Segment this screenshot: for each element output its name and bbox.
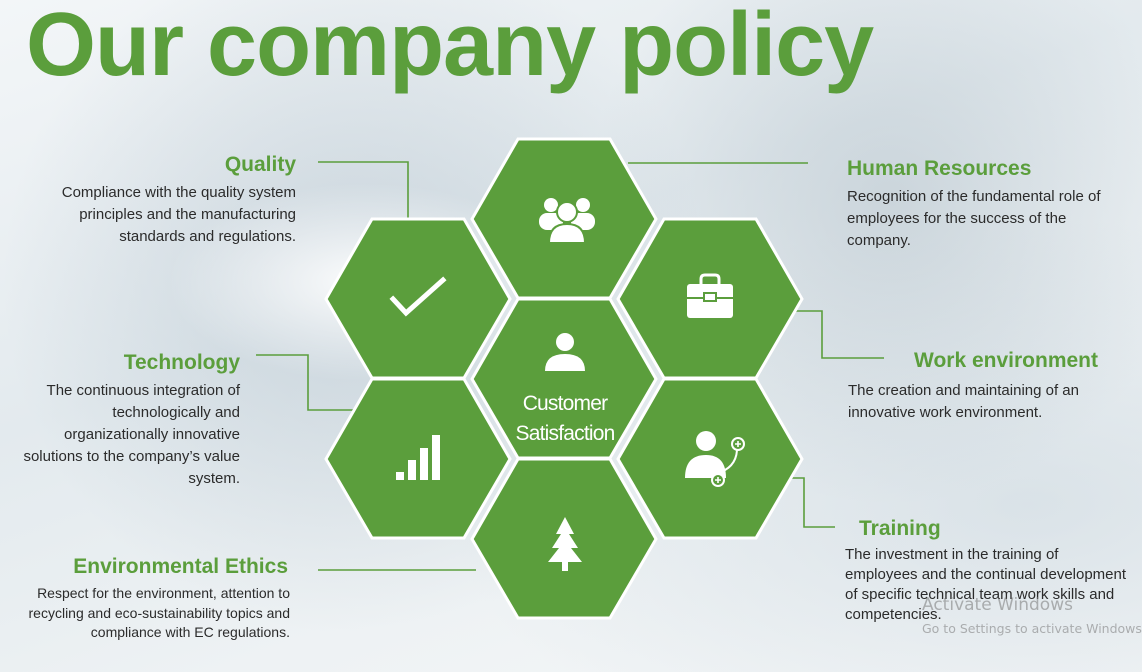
quality-heading: Quality (224, 153, 296, 176)
bar-chart-icon (396, 435, 440, 480)
work-environment-heading: Work environment (914, 349, 1098, 372)
briefcase-icon (687, 273, 733, 318)
tree-icon (548, 517, 582, 571)
center-label-line1: Customer (523, 392, 608, 415)
technology-description: The continuous integration of technologi… (23, 382, 240, 487)
watermark-title: Activate Windows (922, 595, 1073, 615)
center-label-line2: Satisfaction (516, 422, 615, 445)
environmental-ethics-description: Respect for the environment, attention t… (28, 585, 290, 640)
connector-technology (256, 354, 356, 411)
person-add-icon (685, 431, 745, 487)
hex-technology (324, 377, 512, 540)
training-heading: Training (859, 517, 941, 540)
people-group-icon (539, 198, 595, 244)
environmental-ethics-heading: Environmental Ethics (73, 555, 288, 578)
connector-training (791, 477, 835, 528)
human-resources-heading: Human Resources (847, 157, 1032, 180)
connector-work-environment (796, 310, 884, 359)
watermark-subtitle: Go to Settings to activate Windows. (922, 621, 1142, 636)
work-environment-description: The creation and maintaining of an innov… (848, 382, 1079, 421)
hex-quality (324, 217, 512, 380)
page-title: Our company policy (26, 0, 874, 95)
training-description: The investment in the training of employ… (845, 546, 1127, 623)
person-icon (545, 333, 585, 371)
quality-description: Compliance with the quality system princ… (61, 184, 296, 245)
checkmark-icon (389, 276, 447, 317)
connector-quality (318, 161, 409, 222)
technology-heading: Technology (123, 351, 240, 374)
human-resources-description: Recognition of the fundamental role of e… (847, 188, 1101, 249)
